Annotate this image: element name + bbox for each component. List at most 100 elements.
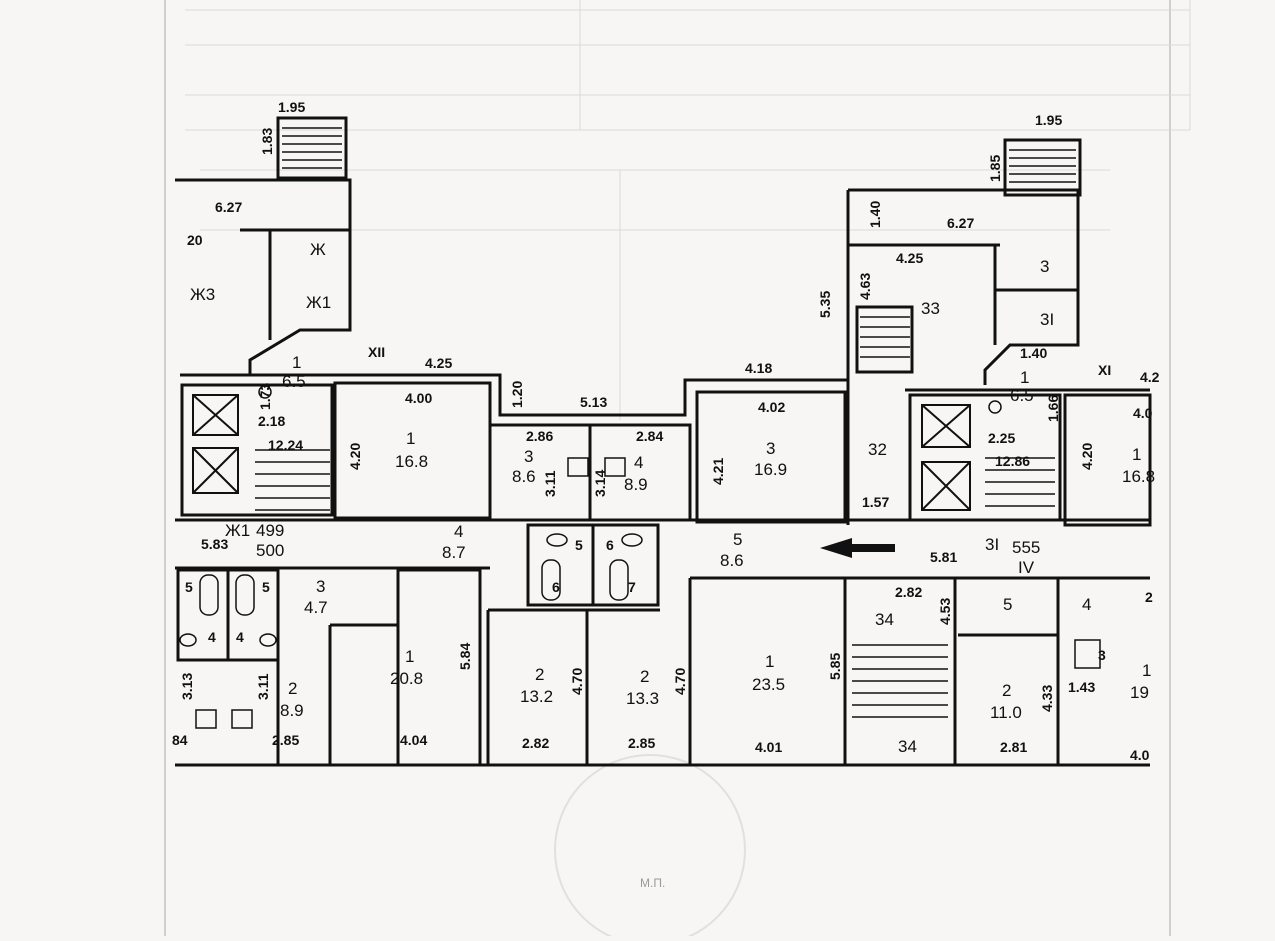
room-number: 4 (1082, 595, 1091, 614)
room-number: 6 (552, 579, 560, 595)
dim-label: 6.27 (215, 199, 242, 215)
room-area: 20.8 (390, 669, 423, 688)
room-number: 2 (1002, 681, 1011, 700)
room-number: 2 (288, 679, 297, 698)
dim-label: 20 (187, 232, 203, 248)
plumbing-fixtures (179, 385, 1101, 729)
room-number: 4 (634, 453, 643, 472)
room-number: 3I (1040, 310, 1054, 329)
room-area: 6.5 (1010, 386, 1034, 405)
dim-label: 2.85 (628, 735, 655, 751)
room-number: 5 (185, 579, 193, 595)
room-number: 1 (1020, 368, 1029, 387)
dim-label: 4.00 (405, 390, 432, 406)
dim-label: 1.43 (1068, 679, 1095, 695)
dim-label: 2.25 (988, 430, 1015, 446)
dim-label: 4.04 (400, 732, 427, 748)
dim-label: 4.63 (857, 273, 873, 300)
dim-label: 4.2 (1140, 369, 1160, 385)
dim-label: 1.57 (862, 494, 889, 510)
room-number: 1 (1142, 661, 1151, 680)
dim-label: 1.83 (259, 128, 275, 155)
dim-label: 12.86 (995, 453, 1030, 469)
room-code: Ж (310, 240, 326, 259)
room-area: 16.9 (754, 460, 787, 479)
dim-label: 1.95 (1035, 112, 1062, 128)
dim-label: 2.18 (258, 413, 285, 429)
room-number: 2 (535, 665, 544, 684)
dim-label: 4.0 (1130, 747, 1150, 763)
room-area: 6.5 (282, 372, 306, 391)
room-code: 3I (985, 535, 999, 554)
stair-hatching (255, 127, 1076, 718)
room-area: 11.0 (990, 703, 1022, 722)
room-number: 1 (406, 429, 415, 448)
room-number: 3 (316, 577, 325, 596)
room-number: 32 (868, 440, 887, 459)
dim-label: 2.81 (1000, 739, 1027, 755)
dim-label: 2.84 (636, 428, 663, 444)
dim-label: 2.82 (895, 584, 922, 600)
room-code: Ж1 (306, 293, 331, 312)
room-code: Ж1 (225, 521, 250, 540)
dim-label: 5.35 (817, 291, 833, 318)
walls (175, 116, 1152, 767)
dim-label: 4.0 (1133, 405, 1153, 421)
faded-table (185, 0, 1191, 420)
room-number: 33 (921, 299, 940, 318)
room-number: 4 (454, 522, 463, 541)
room-labels: 1 16.8 3 8.6 4 8.9 3 16.9 5 8.6 1 16.8 1… (280, 353, 1155, 722)
room-number: 3 (1040, 257, 1049, 276)
dim-label: 4.25 (896, 250, 923, 266)
stamp-ghost (554, 754, 746, 941)
room-area: 8.6 (720, 551, 744, 570)
room-number: 4 (208, 629, 216, 645)
room-area: 13.2 (520, 687, 553, 706)
dimension-labels: 1.95 1.95 1.83 1.85 6.27 6.27 1.40 4.25 … (172, 99, 1160, 763)
room-number: 7 (628, 579, 636, 595)
dim-label: 4.01 (755, 739, 782, 755)
dim-label: 84 (172, 732, 188, 748)
dim-label: 2.86 (526, 428, 553, 444)
room-code: 499 (256, 521, 284, 540)
room-number: 34 (898, 737, 917, 756)
dim-label: 4.53 (937, 598, 953, 625)
room-area: 19 (1130, 683, 1149, 702)
room-number: 6 (606, 537, 614, 553)
room-area: 23.5 (752, 675, 785, 694)
room-number: 1 (765, 652, 774, 671)
dim-label: 5.84 (457, 643, 473, 670)
dim-label: 2.82 (522, 735, 549, 751)
room-number: 1 (1132, 445, 1141, 464)
room-area: 8.9 (624, 475, 648, 494)
room-code: 500 (256, 541, 284, 560)
dim-label: 4.70 (672, 668, 688, 695)
room-number: 3 (1098, 647, 1106, 663)
room-area: 16.8 (395, 452, 428, 471)
dim-label: 1.73 (257, 383, 273, 410)
dim-label: 1.40 (1020, 345, 1047, 361)
dim-label: 1.20 (509, 381, 525, 408)
room-number: 1 (292, 353, 301, 372)
dim-label: 4.25 (425, 355, 452, 371)
room-code: Ж3 (190, 285, 215, 304)
dim-label: 4.70 (569, 668, 585, 695)
room-area: 8.6 (512, 467, 536, 486)
dim-label: 3.13 (179, 673, 195, 700)
room-area: 4.7 (304, 598, 328, 617)
dim-label: 4.20 (1079, 443, 1095, 470)
dim-label: 1.66 (1045, 395, 1061, 422)
room-number: 3 (524, 447, 533, 466)
elevator-shafts (192, 394, 971, 511)
dim-label: 3.11 (255, 673, 271, 700)
dim-label: 5.83 (201, 536, 228, 552)
room-code: IV (1018, 558, 1035, 577)
room-number: 2 (640, 667, 649, 686)
dim-label: 1.40 (867, 201, 883, 228)
room-number: 3 (766, 439, 775, 458)
dim-label: 5.85 (827, 653, 843, 680)
dim-label: 4.02 (758, 399, 785, 415)
room-area: 8.7 (442, 543, 466, 562)
location-arrow-icon (820, 538, 895, 558)
